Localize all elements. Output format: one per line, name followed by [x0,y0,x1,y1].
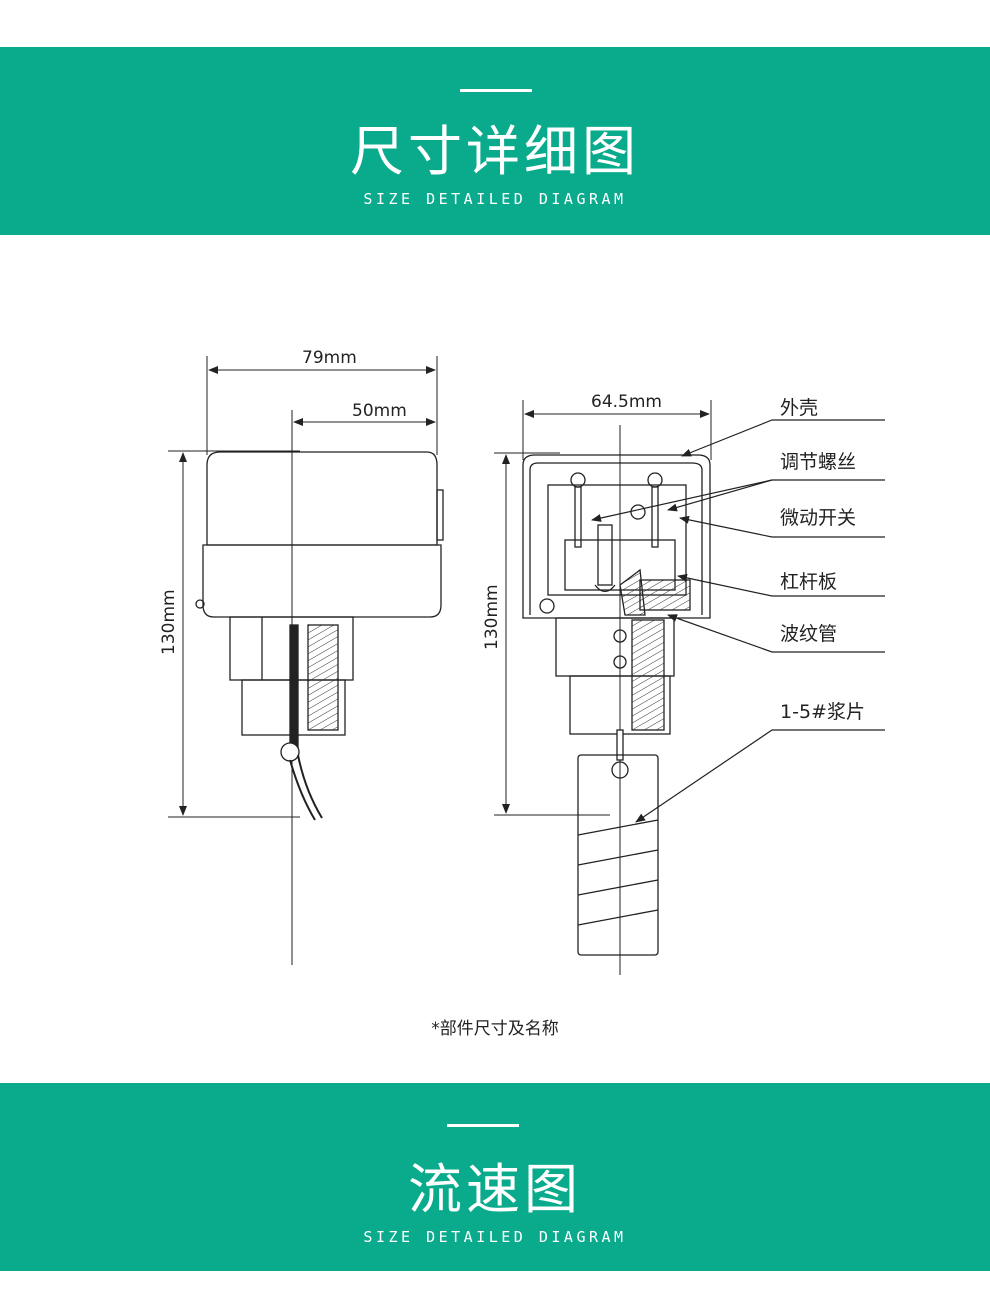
dim-height-right: 130mm [482,584,502,650]
dim-width-right: 64.5mm [591,392,662,412]
dim-height-left: 130mm [159,589,179,655]
part-label-paddle: 1-5#浆片 [780,701,865,723]
part-labels: 外壳 调节螺丝 微动开关 杠杆板 波纹管 1-5#浆片 [780,397,865,723]
footer-rule [447,1124,519,1127]
part-label-lever: 杠杆板 [780,571,837,593]
dimension-labels: 79mm 50mm 130mm 64.5mm 130mm [159,348,662,655]
dim-width-body: 50mm [352,401,407,421]
side-view [168,356,444,965]
header-band: 尺寸详细图 SIZE DETAILED DIAGRAM [0,47,990,235]
header-subtitle: SIZE DETAILED DIAGRAM [363,190,627,208]
part-label-bellows: 波纹管 [780,623,837,645]
header-title: 尺寸详细图 [350,120,640,183]
part-label-screw: 调节螺丝 [780,451,856,473]
leader-lines [591,419,885,823]
footer-band: 流速图 SIZE DETAILED DIAGRAM [0,1083,990,1271]
header-rule [460,89,532,92]
section-view [494,400,712,975]
dim-width-total: 79mm [302,348,357,368]
diagram-caption: *部件尺寸及名称 [431,1019,559,1039]
part-label-microswitch: 微动开关 [780,507,856,529]
footer-subtitle: SIZE DETAILED DIAGRAM [363,1228,627,1246]
part-label-shell: 外壳 [780,397,818,419]
footer-title: 流速图 [408,1158,582,1221]
